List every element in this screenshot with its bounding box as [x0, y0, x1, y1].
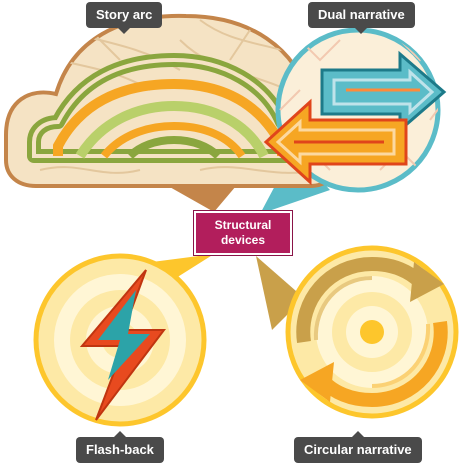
story-arc-label: Story arc — [86, 2, 163, 34]
opposing-arrows-icon — [263, 27, 447, 193]
story-arc-pointer — [168, 186, 236, 212]
label-pointer — [118, 28, 131, 34]
flash-back-label: Flash-back — [76, 431, 164, 463]
structural-devices-center-box: Structural devices — [194, 211, 292, 255]
story-arc-icon — [3, 13, 341, 188]
label-pointer — [113, 431, 126, 437]
dual-narrative-label: Dual narrative — [308, 2, 415, 34]
circular-narrative-label: Circular narrative — [294, 431, 422, 463]
lightning-bolt-icon — [33, 253, 207, 427]
circular-arrows-icon — [285, 245, 459, 419]
label-pointer — [355, 28, 368, 34]
story-arc-label-text: Story arc — [96, 7, 153, 22]
center-title-line1: Structural — [214, 218, 272, 232]
dual-narrative-label-text: Dual narrative — [318, 7, 405, 22]
circular-narrative-label-text: Circular narrative — [304, 442, 412, 457]
circular-narrative-pointer — [256, 256, 304, 330]
label-pointer — [351, 431, 364, 437]
flash-back-label-text: Flash-back — [86, 442, 154, 457]
center-title-line2: devices — [220, 233, 266, 247]
